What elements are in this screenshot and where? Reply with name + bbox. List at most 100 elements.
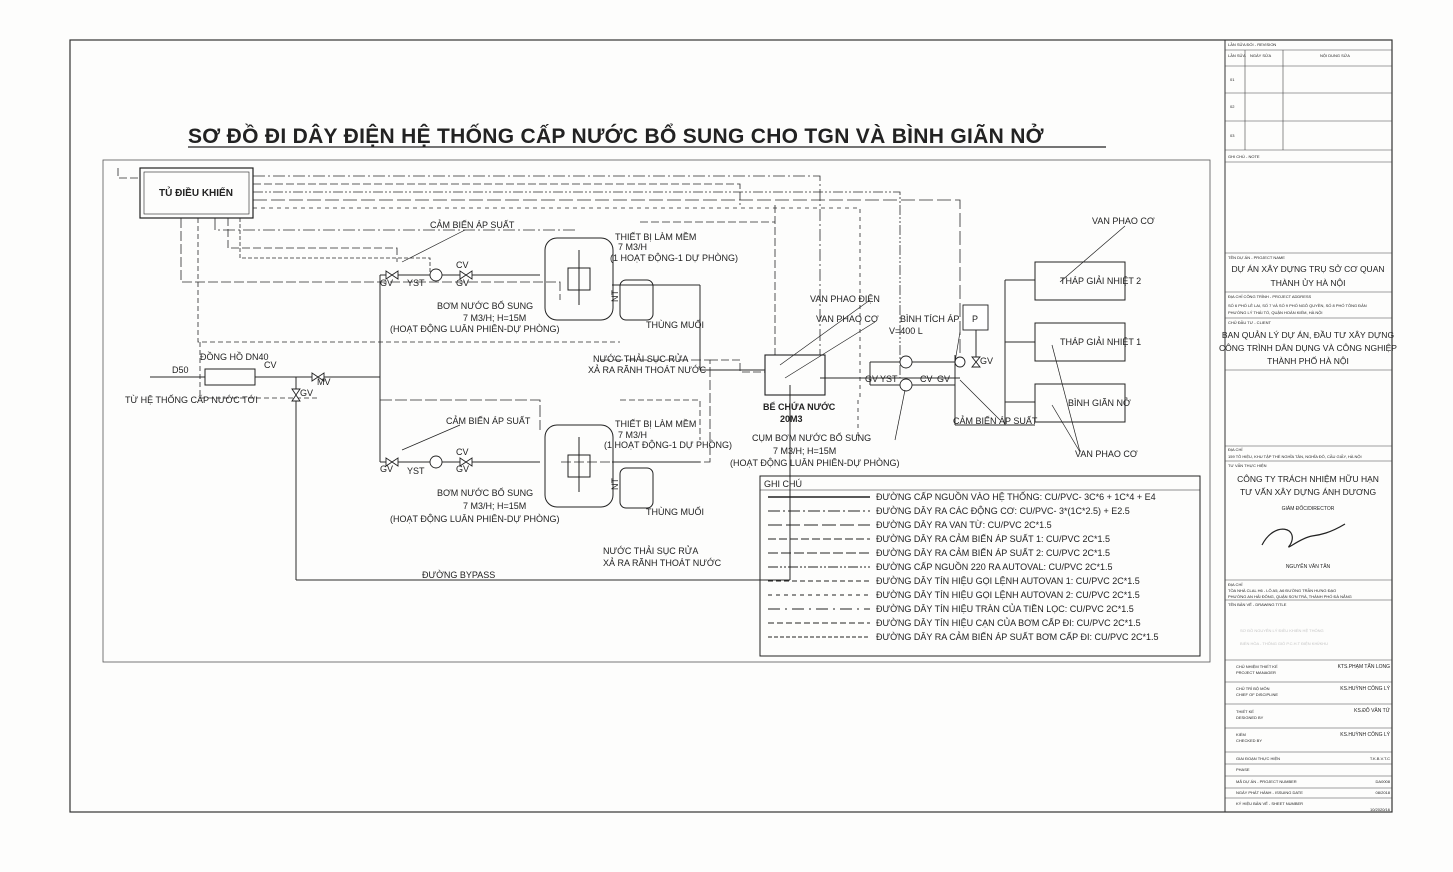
softener-top-label-2: 7 M3/H: [618, 242, 647, 252]
consultant-address-label: ĐỊA CHỈ: [1228, 582, 1242, 587]
issue-date-value: 08/2018: [1376, 790, 1391, 795]
rev-1: 01: [1230, 77, 1235, 82]
cooling-tower-2: [1034, 261, 1126, 301]
softener-bottom: [544, 424, 654, 509]
client-address: 159 TÔ HIỆU, KHU TẬP THỂ NGHĨA TÂN, NGHĨ…: [1228, 454, 1362, 459]
legend-item: ĐƯỜNG DÂY RA CẢM BIẾN ÁP SUẤT BƠM CẤP ĐI…: [876, 631, 1159, 642]
project-number-label: MÃ DỰ ÁN - PROJECT NUMBER: [1236, 779, 1297, 784]
project-address-1: SỐ 6 PHỐ LÊ LAI, SỐ 7 VÀ SỐ 9 PHỐ NGÔ QU…: [1228, 303, 1367, 308]
salt-tank-bottom: [619, 467, 654, 509]
nt-label-bot: NT: [610, 478, 620, 490]
legend-box: [759, 475, 1201, 657]
consultant-2: TƯ VẤN XÂY DỰNG ÁNH DƯƠNG: [1240, 487, 1376, 497]
bypass-label: ĐƯỜNG BYPASS: [422, 570, 495, 580]
note-label: GHI CHÚ - NOTE: [1228, 154, 1260, 159]
project-name-2: THÀNH ỦY HÀ NỘI: [1271, 277, 1346, 288]
consultant-address-1: TÒA NHÀ CLAL H6 - LÔ A5, A6 ĐƯỜNG TRẦN H…: [1228, 588, 1336, 593]
legend-item: ĐƯỜNG DÂY RA VAN TỪ: CU/PVC 2C*1.5: [876, 520, 1052, 530]
legend-item: ĐƯỜNG DÂY TÍN HIỆU GỌI LỆNH AUTOVAN 2: C…: [876, 590, 1140, 600]
pump-top-label-3: (HOẠT ĐỘNG LUÂN PHIÊN-DỰ PHÒNG): [390, 324, 560, 334]
checker-label-2: CHECKED BY: [1236, 738, 1262, 743]
drawing-title-label: TÊN BẢN VẼ - DRAWING TITLE: [1228, 602, 1287, 607]
legend-item: ĐƯỜNG DÂY RA CÁC ĐỘNG CƠ: CU/PVC- 3*(1C*…: [876, 506, 1130, 516]
project-address-2: PHƯỜNG LÝ THÁI TỔ, QUẬN HOÀN KIẾM, HÀ NỘ…: [1228, 310, 1323, 315]
diagram-frame: [102, 159, 1211, 663]
diagram-title: SƠ ĐỒ ĐI DÂY ĐIỆN HỆ THỐNG CẤP NƯỚC BỔ S…: [188, 124, 1044, 148]
gv-label-right-2: GV: [937, 374, 950, 384]
legend-item: ĐƯỜNG DÂY RA CẢM BIẾN ÁP SUẤT 1: CU/PVC …: [876, 533, 1110, 544]
drawing-title-1: SƠ ĐỒ NGUYÊN LÝ ĐIỀU KHIỂN HỆ THỐNG: [1240, 628, 1324, 633]
pressure-tank-label-2: V=400 L: [889, 326, 923, 336]
salt-tank-top: [619, 279, 654, 321]
sheet-number-label: KÝ HIỆU BẢN VẼ - SHEET NUMBER: [1236, 801, 1303, 806]
pump-bot-label-2: 7 M3/H; H=15M: [463, 501, 526, 511]
pressure-tank: [962, 304, 989, 331]
diagram-labels: CẢM BIẾN ÁP SUẤT CẢM BIẾN ÁP SUẤT THIẾT …: [125, 216, 1155, 580]
consultant-address-2: PHƯỜNG AN HẢI ĐÔNG, QUẬN SƠN TRÀ, THÀNH …: [1228, 594, 1352, 599]
tank-label-2: 20M3: [780, 414, 803, 424]
waste-bot-label-1: NƯỚC THẢI SỤC RỬA: [603, 545, 698, 556]
gv-label-right-3: GV: [980, 356, 993, 366]
rev-3: 03: [1230, 133, 1235, 138]
legend-title: GHI CHÚ: [764, 479, 802, 489]
sheet-number-value: 10/2020/16: [1370, 807, 1391, 812]
rev-col-1: LẦN SỬA: [1228, 53, 1246, 58]
gv-label-bot: GV: [380, 464, 393, 474]
gv-label-top-2: GV: [456, 278, 469, 288]
cooling-tower-1: [1034, 322, 1126, 362]
softener-top-label-3: (1 HOẠT ĐỘNG-1 DỰ PHÒNG): [610, 253, 738, 263]
pump-top-label-1: BƠM NƯỚC BỔ SUNG: [437, 300, 533, 311]
softener-bot-label-1: THIẾT BỊ LÀM MỀM: [615, 419, 696, 429]
issue-date-label: NGÀY PHÁT HÀNH - ISSUING DATE: [1236, 790, 1303, 795]
pump-cluster-label-2: 7 M3/H; H=15M: [773, 446, 836, 456]
supply-label: TỪ HỆ THỐNG CẤP NƯỚC TỚI: [125, 394, 258, 405]
waste-bot-label-2: XẢ RA RÃNH THOÁT NƯỚC: [603, 557, 722, 568]
cv-label-right: CV: [920, 374, 933, 384]
legend-item: ĐƯỜNG DÂY RA CẢM BIẾN ÁP SUẤT 2: CU/PVC …: [876, 547, 1110, 558]
softener-bot-label-3: (1 HOẠT ĐỘNG-1 DỰ PHÒNG): [604, 440, 732, 450]
yst-label-top: YST: [407, 278, 425, 288]
tank-label-1: BỂ CHỨA NƯỚC: [763, 401, 836, 412]
meter-label: ĐỒNG HỒ DN40: [200, 351, 269, 362]
pump-cluster-label-1: CỤM BƠM NƯỚC BỔ SUNG: [752, 432, 871, 443]
pm-label-1: CHỦ NHIỆM THIẾT KẾ: [1236, 664, 1278, 669]
gv-label-bypass: GV: [300, 388, 313, 398]
stage-value: T.K.B.V.T.C: [1370, 756, 1390, 761]
float-elec-label: VAN PHAO ĐIỆN: [810, 294, 880, 304]
softener-bot-label-2: 7 M3/H: [618, 430, 647, 440]
legend-item: ĐƯỜNG DÂY TÍN HIỆU TRÀN CỦA TIỀN LỌC: CU…: [876, 603, 1134, 614]
rev-col-2: NGÀY SỬA: [1250, 53, 1271, 58]
salt-top-label: THÙNG MUỐI: [646, 319, 704, 330]
rev-2: 02: [1230, 104, 1235, 109]
pump-top-label-2: 7 M3/H; H=15M: [463, 313, 526, 323]
softener-top-label-1: THIẾT BỊ LÀM MỀM: [615, 232, 696, 242]
legend-item: ĐƯỜNG CẤP NGUỒN VÀO HỆ THỐNG: CU/PVC- 3C…: [876, 491, 1156, 502]
control-cabinet-inner: [143, 171, 250, 215]
consultant-1: CÔNG TY TRÁCH NHIỆM HỮU HẠN: [1237, 474, 1379, 484]
director-name: NGUYỄN VĂN TÂN: [1286, 563, 1331, 570]
control-cabinet-label: TỦ ĐIỀU KHIỂN: [159, 186, 233, 199]
tower-2-label: THÁP GIẢI NHIỆT 2: [1060, 275, 1141, 286]
control-wiring: [117, 168, 961, 463]
cd-name: KS.HUỲNH CÔNG LÝ: [1340, 685, 1390, 692]
gv-label-right-1: GV: [865, 374, 878, 384]
cd-label-2: CHIEF OF DISCIPLINE: [1236, 692, 1278, 697]
cv-label-top: CV: [456, 260, 469, 270]
control-cabinet: [139, 167, 254, 219]
stage-label: GIAI ĐOẠN THỰC HIỆN: [1236, 756, 1280, 761]
project-address-label: ĐỊA CHỈ CÔNG TRÌNH - PROJECT ADDRESS: [1228, 294, 1312, 299]
sheet-border: [69, 39, 1393, 813]
title-block-text: LẦN SỬA ĐỔI - REVISION LẦN SỬA NGÀY SỬA …: [1219, 42, 1397, 812]
expansion-label: BÌNH GIÃN NỞ: [1068, 397, 1131, 408]
client-address-label: ĐỊA CHỈ: [1228, 447, 1242, 452]
float-mech-top-label: VAN PHAO CƠ: [1092, 216, 1155, 226]
legend-item: ĐƯỜNG DÂY TÍN HIỆU CẠN CỦA BƠM CẤP ĐI: C…: [876, 617, 1141, 628]
legend-items: ĐƯỜNG CẤP NGUỒN VÀO HỆ THỐNG: CU/PVC- 3C…: [768, 491, 1159, 642]
water-meter: [204, 368, 256, 386]
softener-top: [544, 237, 654, 321]
waste-top-label-2: XẢ RA RÃNH THOÁT NƯỚC: [588, 364, 707, 375]
sensor-top-label: CẢM BIẾN ÁP SUẤT: [430, 219, 515, 230]
legend-item: ĐƯỜNG CẤP NGUỒN 220 RA AUTOVAL: CU/PVC 2…: [876, 561, 1112, 572]
expansion-tank: [1034, 383, 1126, 423]
